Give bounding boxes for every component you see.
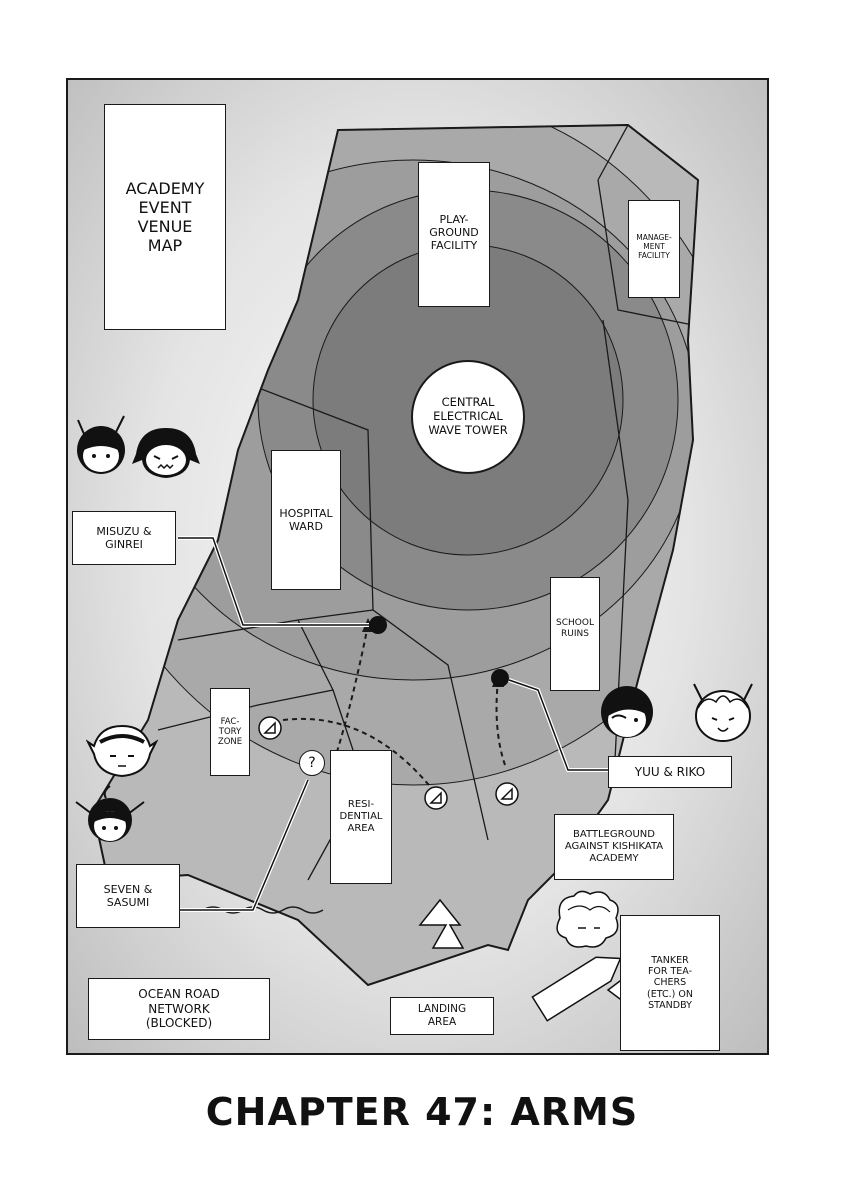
seven-chibi-icon [86, 724, 158, 778]
central-tower-text: CENTRAL ELECTRICAL WAVE TOWER [428, 395, 508, 437]
management-facility-label: MANAGE- MENT FACILITY [628, 200, 680, 298]
tanker-ship [531, 956, 622, 1022]
school-ruins-label: SCHOOL RUINS [550, 577, 600, 691]
management-facility-text: MANAGE- MENT FACILITY [636, 233, 672, 260]
yuu-riko-label: YUU & RIKO [608, 756, 732, 788]
start-marker [424, 786, 448, 810]
factory-zone-label: FAC- TORY ZONE [210, 688, 250, 776]
unknown-location-marker: ? [299, 750, 325, 776]
movement-routes [282, 624, 506, 791]
yuu-chibi-icon [601, 686, 653, 738]
misuzu-chibi-icon [77, 415, 125, 474]
seven-sasumi-label: SEVEN & SASUMI [76, 864, 180, 928]
chapter-title: CHAPTER 47: ARMS [205, 1090, 639, 1134]
battleground-text: BATTLEGROUND AGAINST KISHIKATA ACADEMY [564, 829, 664, 864]
central-tower-label: CENTRAL ELECTRICAL WAVE TOWER [411, 360, 525, 474]
residential-area-text: RESI- DENTIAL AREA [339, 799, 383, 834]
tanker-text: TANKER FOR TEA- CHERS (ETC.) ON STANDBY [647, 954, 693, 1012]
seven-sasumi-text: SEVEN & SASUMI [103, 882, 153, 909]
map-title: ACADEMY EVENT VENUE MAP [104, 104, 226, 330]
start-marker [495, 782, 519, 806]
battleground-label: BATTLEGROUND AGAINST KISHIKATA ACADEMY [554, 814, 674, 880]
playground-facility-label: PLAY- GROUND FACILITY [418, 162, 490, 307]
hospital-ward-label: HOSPITAL WARD [271, 450, 341, 590]
sasumi-chibi-icon [75, 785, 145, 842]
landing-arrow [418, 898, 465, 949]
riko-chibi-icon [693, 683, 753, 742]
residential-area-label: RESI- DENTIAL AREA [330, 750, 392, 884]
landing-area-text: LANDING AREA [417, 1003, 467, 1028]
map-title-text: ACADEMY EVENT VENUE MAP [125, 178, 205, 256]
district-boundaries [107, 125, 694, 881]
ginrei-chibi-icon [132, 428, 200, 478]
ocean-road-label: OCEAN ROAD NETWORK (BLOCKED) [88, 978, 270, 1040]
unknown-marker-text: ? [308, 754, 316, 771]
teacher-chibi-icon [556, 890, 619, 948]
ocean-road-text: OCEAN ROAD NETWORK (BLOCKED) [138, 987, 220, 1031]
island-coastline [91, 123, 700, 987]
playground-facility-text: PLAY- GROUND FACILITY [429, 213, 479, 253]
map-panel: ACADEMY EVENT VENUE MAP PLAY- GROUND FAC… [66, 78, 769, 1055]
misuzu-ginrei-position-dot [369, 616, 387, 634]
start-marker [258, 716, 282, 740]
yuu-riko-text: YUU & RIKO [634, 764, 706, 779]
yuu-riko-position-dot [491, 669, 509, 687]
landing-area-label: LANDING AREA [390, 997, 494, 1035]
school-ruins-text: SCHOOL RUINS [556, 618, 594, 639]
factory-zone-text: FAC- TORY ZONE [217, 716, 243, 748]
misuzu-ginrei-text: MISUZU & GINREI [96, 524, 152, 551]
tanker-label: TANKER FOR TEA- CHERS (ETC.) ON STANDBY [620, 915, 720, 1051]
hospital-ward-text: HOSPITAL WARD [279, 506, 333, 533]
misuzu-ginrei-label: MISUZU & GINREI [72, 511, 176, 565]
